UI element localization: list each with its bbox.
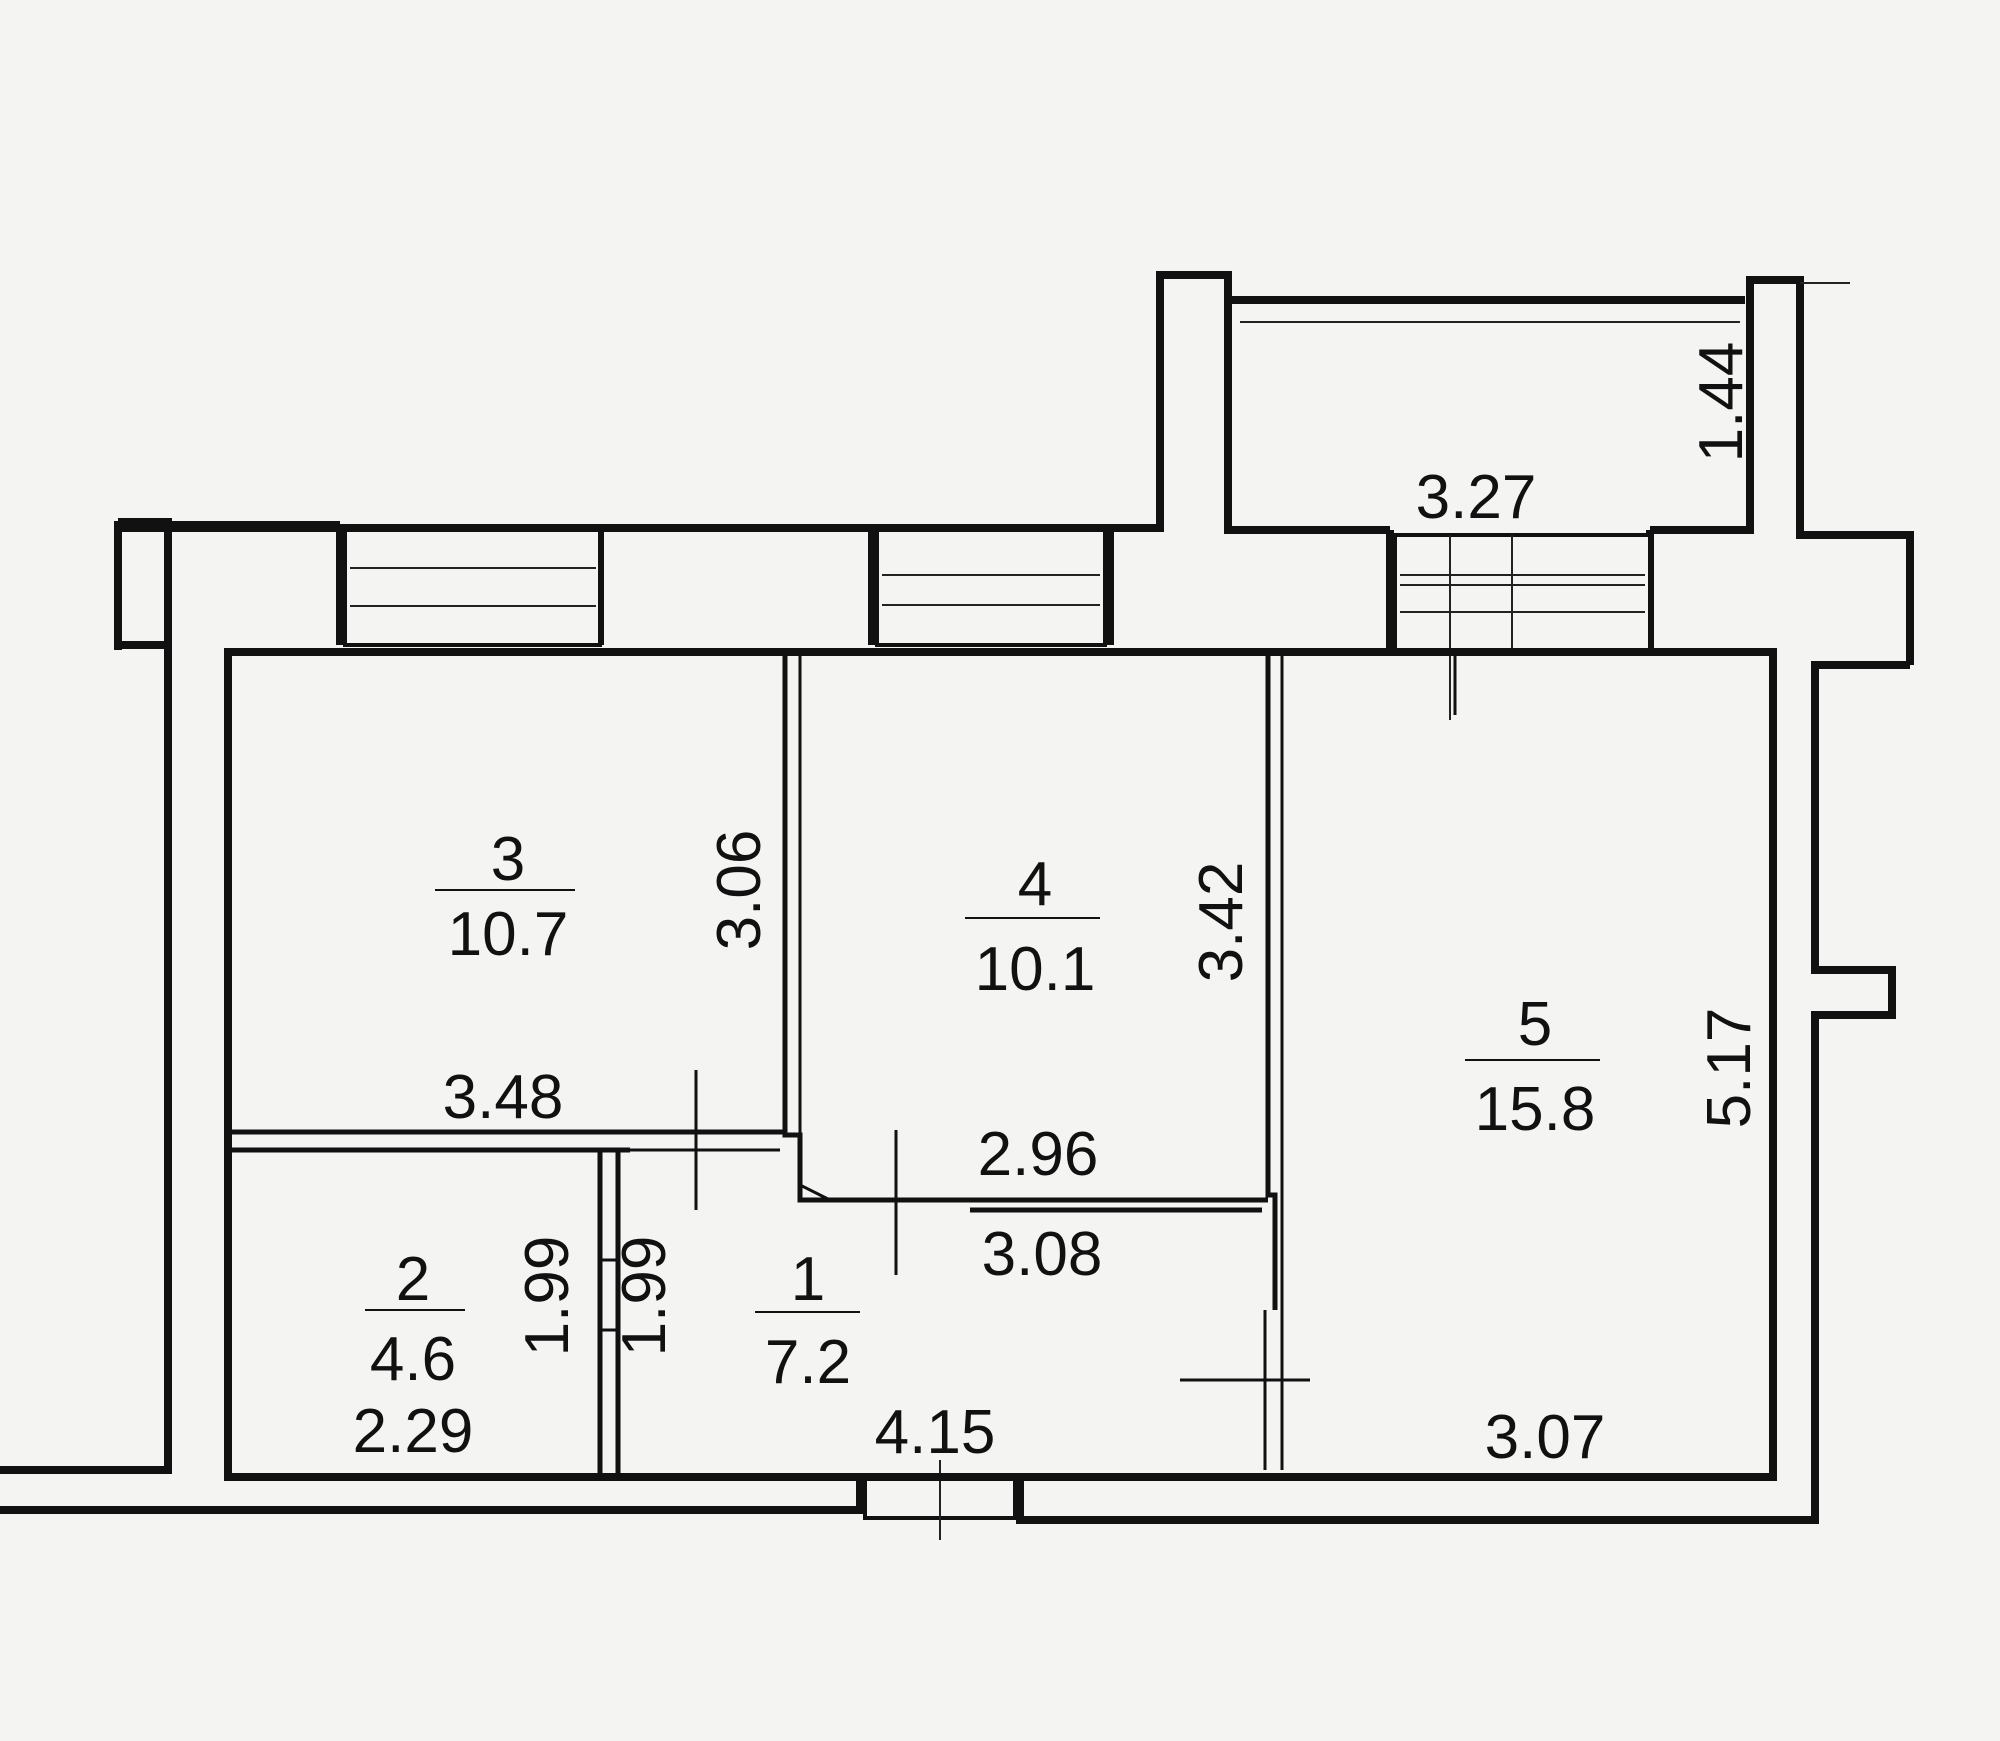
dim-room5-height: 5.17 [1695,1008,1764,1129]
room-4-label: 4 10.1 [965,850,1100,1004]
interior-walls [224,648,1777,1481]
room-2-label: 2 4.6 [365,1245,465,1394]
dim-room5-width: 3.07 [1485,1403,1606,1472]
room-2-number: 2 [396,1245,430,1314]
dim-room2-width: 2.29 [353,1397,474,1466]
room-3-label: 3 10.7 [435,825,575,969]
room-5-number: 5 [1518,990,1552,1059]
room-3-number: 3 [491,825,525,894]
room-3-area: 10.7 [448,900,569,969]
windows [343,528,1652,1540]
dim-room2-height: 1.99 [513,1236,582,1357]
dim-room4-width-bottom: 3.08 [982,1220,1103,1289]
dim-room3-height: 3.06 [705,830,774,951]
room-2-area: 4.6 [370,1325,456,1394]
dimensions: 3.27 1.44 3.06 3.48 3.42 2.96 3.08 5.17 … [353,342,1764,1472]
room-1-area: 7.2 [765,1328,851,1397]
room-5-label: 5 15.8 [1465,990,1600,1144]
dim-room4-height: 3.42 [1187,862,1256,983]
room-1-number: 1 [791,1245,825,1314]
room-5-area: 15.8 [1475,1075,1596,1144]
dim-room3-width: 3.48 [443,1063,564,1132]
dim-hall-width: 4.15 [875,1398,996,1467]
exterior-walls [0,271,1914,1524]
room-1-label: 1 7.2 [755,1245,860,1397]
dim-passage-height: 1.99 [610,1236,679,1357]
room-4-number: 4 [1018,850,1052,919]
dim-balcony-width: 3.27 [1416,463,1537,532]
dim-room4-width-top: 2.96 [978,1120,1099,1189]
dim-balcony-depth: 1.44 [1687,342,1756,463]
room-4-area: 10.1 [975,935,1096,1004]
